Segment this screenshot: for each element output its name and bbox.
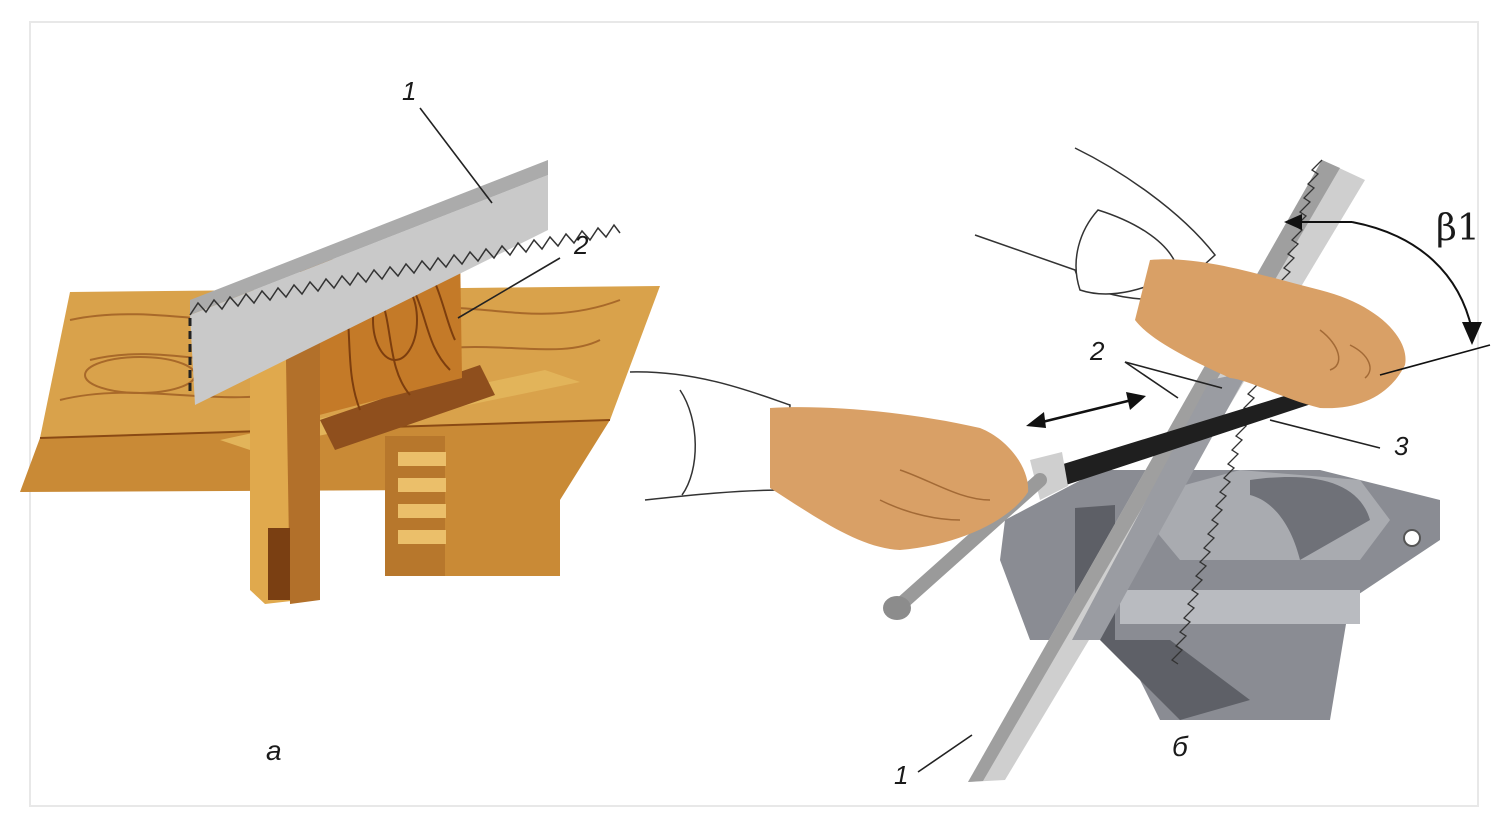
label-b2: 2 (1089, 336, 1105, 366)
label-b1: 1 (894, 760, 908, 790)
label-a2: 2 (573, 230, 589, 260)
label-a1: 1 (402, 76, 416, 106)
comb-tooth (398, 504, 446, 518)
comb-tooth (398, 530, 446, 544)
file-handle-knob (883, 596, 911, 620)
label-b3: 3 (1394, 431, 1409, 461)
label-beta1: β1 (1436, 208, 1480, 249)
vise-hole (1404, 530, 1420, 546)
comb-joint (385, 436, 446, 576)
comb-tooth (398, 478, 446, 492)
caption-a: а (266, 735, 282, 766)
block-dark-strip (268, 528, 290, 600)
caption-b: б (1172, 731, 1189, 762)
vise-slide (1120, 590, 1360, 624)
comb-tooth (398, 452, 446, 466)
